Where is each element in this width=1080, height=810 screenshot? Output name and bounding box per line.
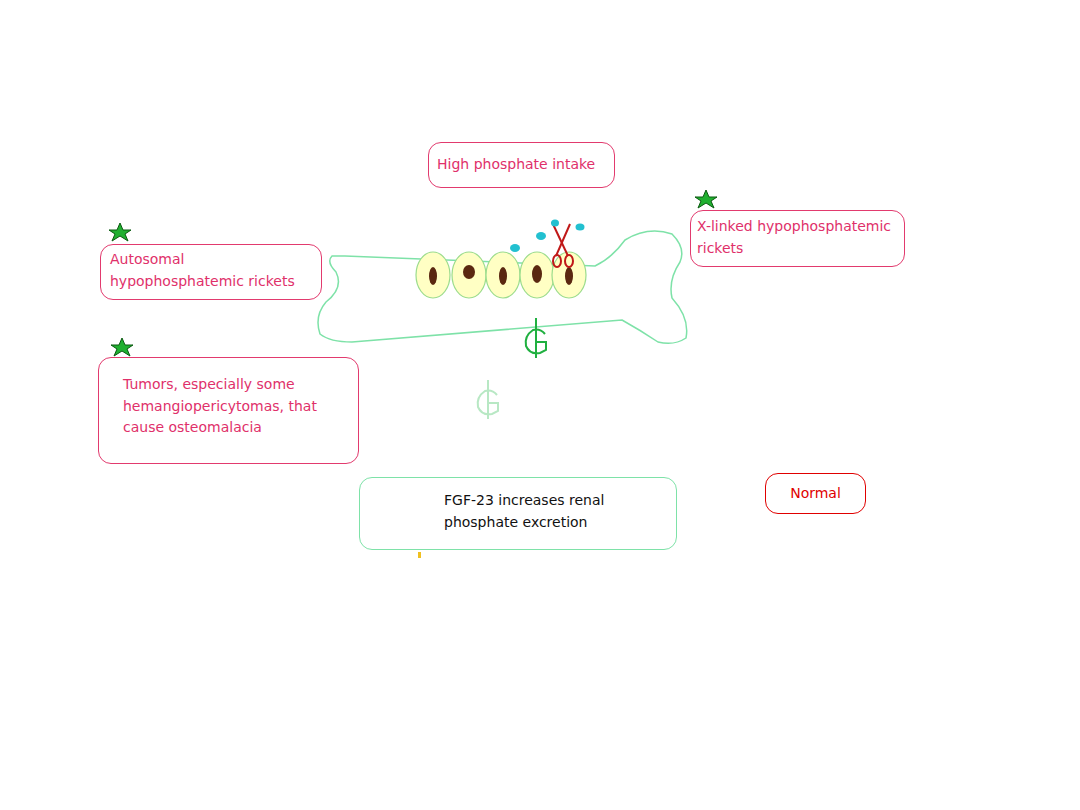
bone-outline: [318, 231, 687, 343]
fgf23-symbol-faded: [478, 380, 498, 419]
cell-nuclei: [429, 265, 573, 285]
cause-box: X-linked hypophosphatemic rickets: [690, 210, 905, 267]
scissors-icon: [552, 222, 573, 267]
cell-row: [416, 252, 586, 298]
box-text: High phosphate intake: [437, 154, 606, 176]
box-text: Autosomal hypophosphatemic rickets: [110, 249, 312, 292]
box-text: Normal: [774, 483, 857, 505]
cause-box: High phosphate intake: [428, 142, 615, 188]
star-marks: [109, 190, 717, 356]
cause-box: Tumors, especially some hemangiopericyto…: [98, 357, 359, 464]
effect-box: FGF-23 increases renal phosphate excreti…: [359, 477, 677, 550]
cause-box: Autosomal hypophosphatemic rickets: [100, 244, 322, 300]
box-text: Tumors, especially some hemangiopericyto…: [123, 374, 348, 439]
phosphate-dots: [510, 220, 585, 253]
small-mark: [418, 552, 421, 558]
box-text: X-linked hypophosphatemic rickets: [697, 216, 898, 259]
box-text: FGF-23 increases renal phosphate excreti…: [444, 490, 666, 533]
fgf23-symbol: [526, 318, 546, 358]
normal-box: Normal: [765, 473, 866, 514]
